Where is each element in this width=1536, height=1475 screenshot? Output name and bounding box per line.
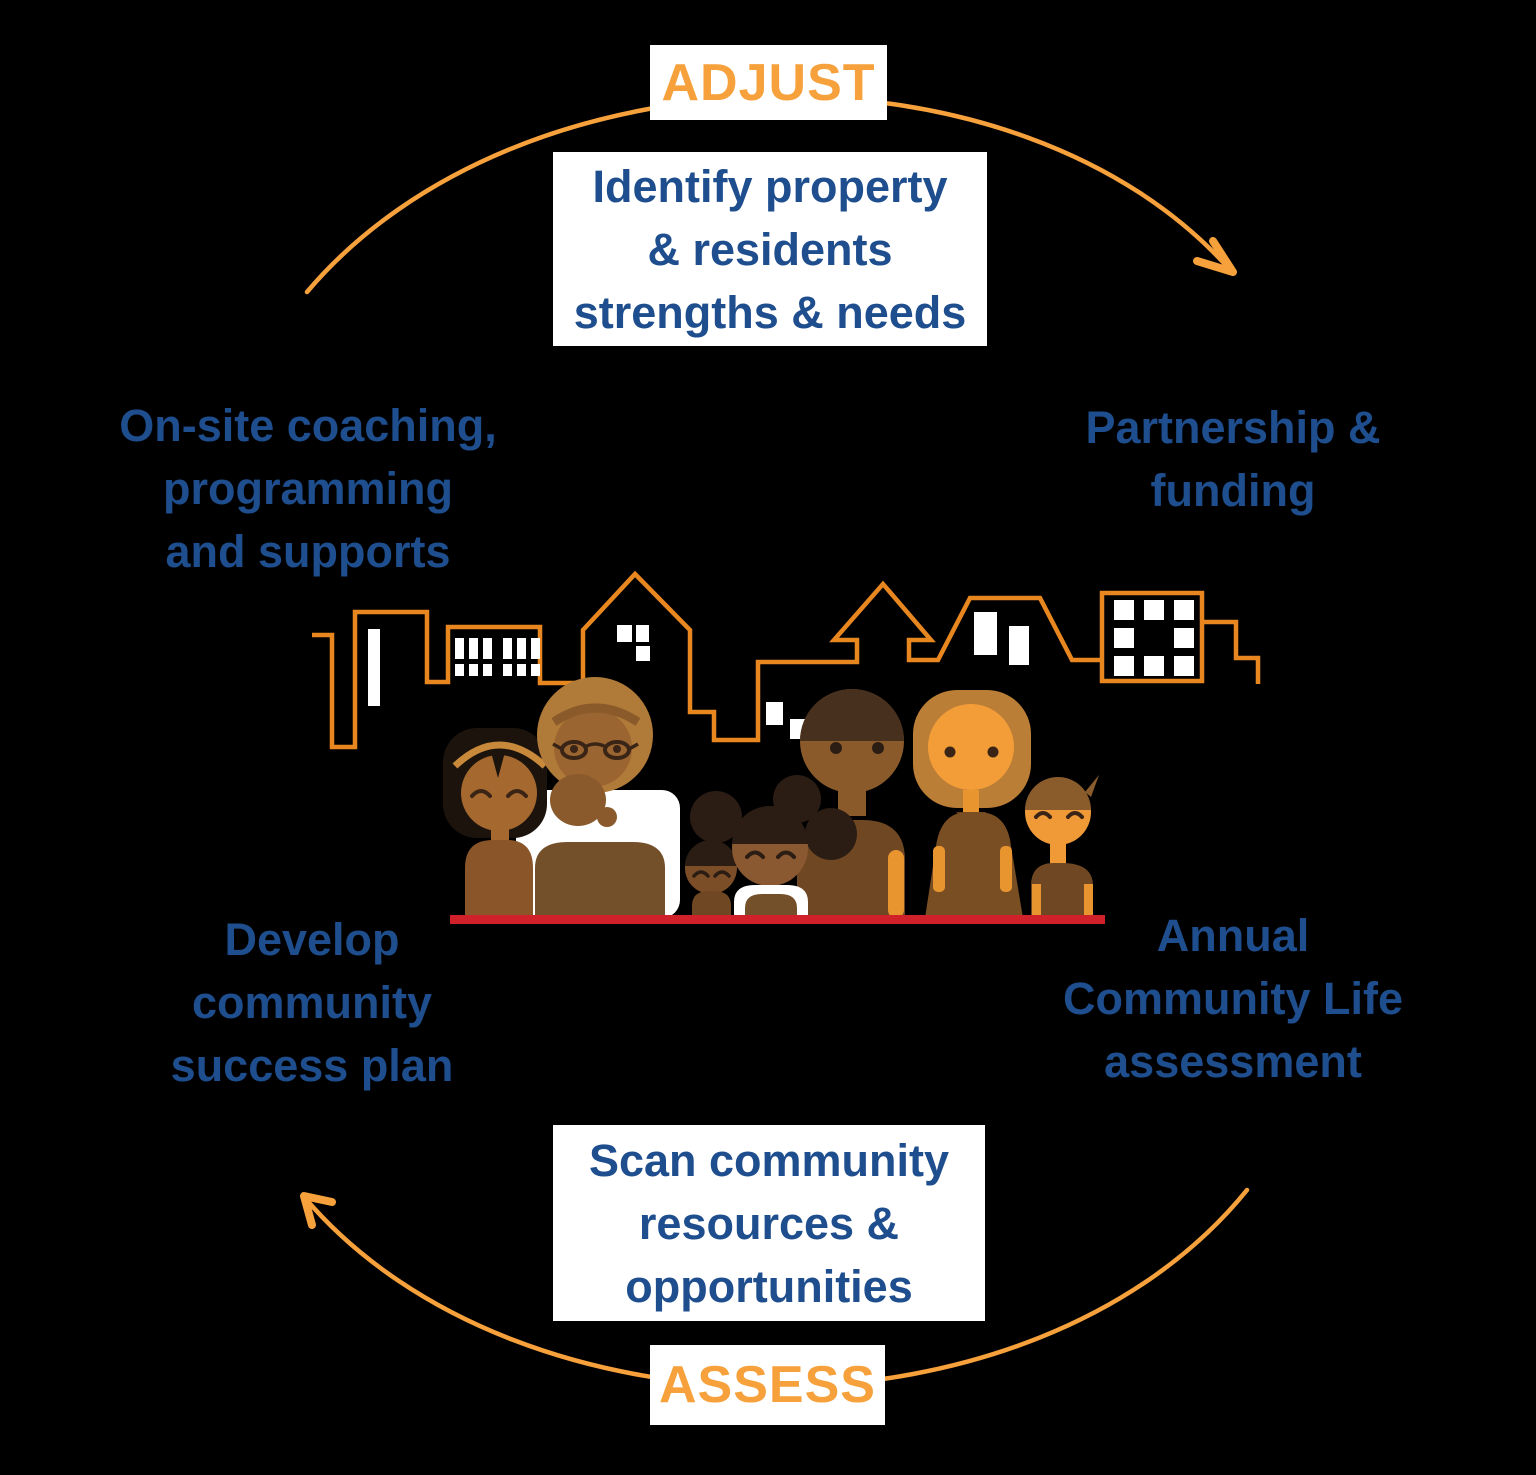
- step-scan-line: opportunities: [625, 1260, 913, 1312]
- person-father: [797, 689, 905, 918]
- city-windows: [368, 600, 1194, 739]
- step-partnership-line: Partnership &: [1085, 402, 1381, 453]
- adjust-label: ADJUST: [661, 53, 876, 112]
- person-child-small: [685, 791, 742, 918]
- assess-label-box: ASSESS: [650, 1345, 885, 1425]
- step-scan-line: resources &: [638, 1197, 900, 1249]
- step-develop-line: community: [191, 977, 433, 1028]
- step-annual-line: assessment: [1104, 1036, 1362, 1087]
- ground-line: [450, 915, 1105, 924]
- city-skyline: [312, 570, 1261, 750]
- step-identify-line: & residents: [647, 223, 893, 275]
- step-annual-line: Annual: [1156, 910, 1310, 961]
- step-scan-box: Scan community resources & opportunities: [553, 1125, 985, 1321]
- person-boy: [1025, 775, 1099, 918]
- step-annual-line: Community Life: [1062, 973, 1403, 1024]
- step-onsite-line: On-site coaching,: [119, 400, 497, 451]
- step-identify-line: strengths & needs: [573, 286, 967, 338]
- adjust-label-box: ADJUST: [650, 45, 887, 120]
- step-develop: Develop community success plan: [82, 908, 542, 1097]
- step-identify-line: Identify property: [592, 160, 948, 212]
- person-grandmother: [535, 677, 665, 918]
- step-partnership-line: funding: [1150, 465, 1316, 516]
- step-partnership: Partnership & funding: [1003, 396, 1463, 522]
- cycle-arrow-bottom-head-icon: [300, 1192, 336, 1229]
- cycle-arrow-top-head-icon: [1193, 237, 1237, 276]
- step-identify-box: Identify property & residents strengths …: [553, 152, 987, 346]
- step-onsite: On-site coaching, programming and suppor…: [78, 394, 538, 583]
- step-annual: Annual Community Life assessment: [1003, 904, 1463, 1093]
- assess-label: ASSESS: [659, 1356, 876, 1414]
- family-group: [443, 677, 1105, 924]
- person-mother: [913, 690, 1031, 918]
- step-onsite-line: programming: [162, 463, 454, 514]
- step-onsite-line: and supports: [165, 526, 451, 577]
- step-scan-line: Scan community: [588, 1134, 950, 1186]
- person-child-puffs: [732, 775, 857, 918]
- step-develop-line: success plan: [170, 1040, 454, 1091]
- step-develop-line: Develop: [224, 914, 400, 965]
- person-girl: [443, 728, 548, 918]
